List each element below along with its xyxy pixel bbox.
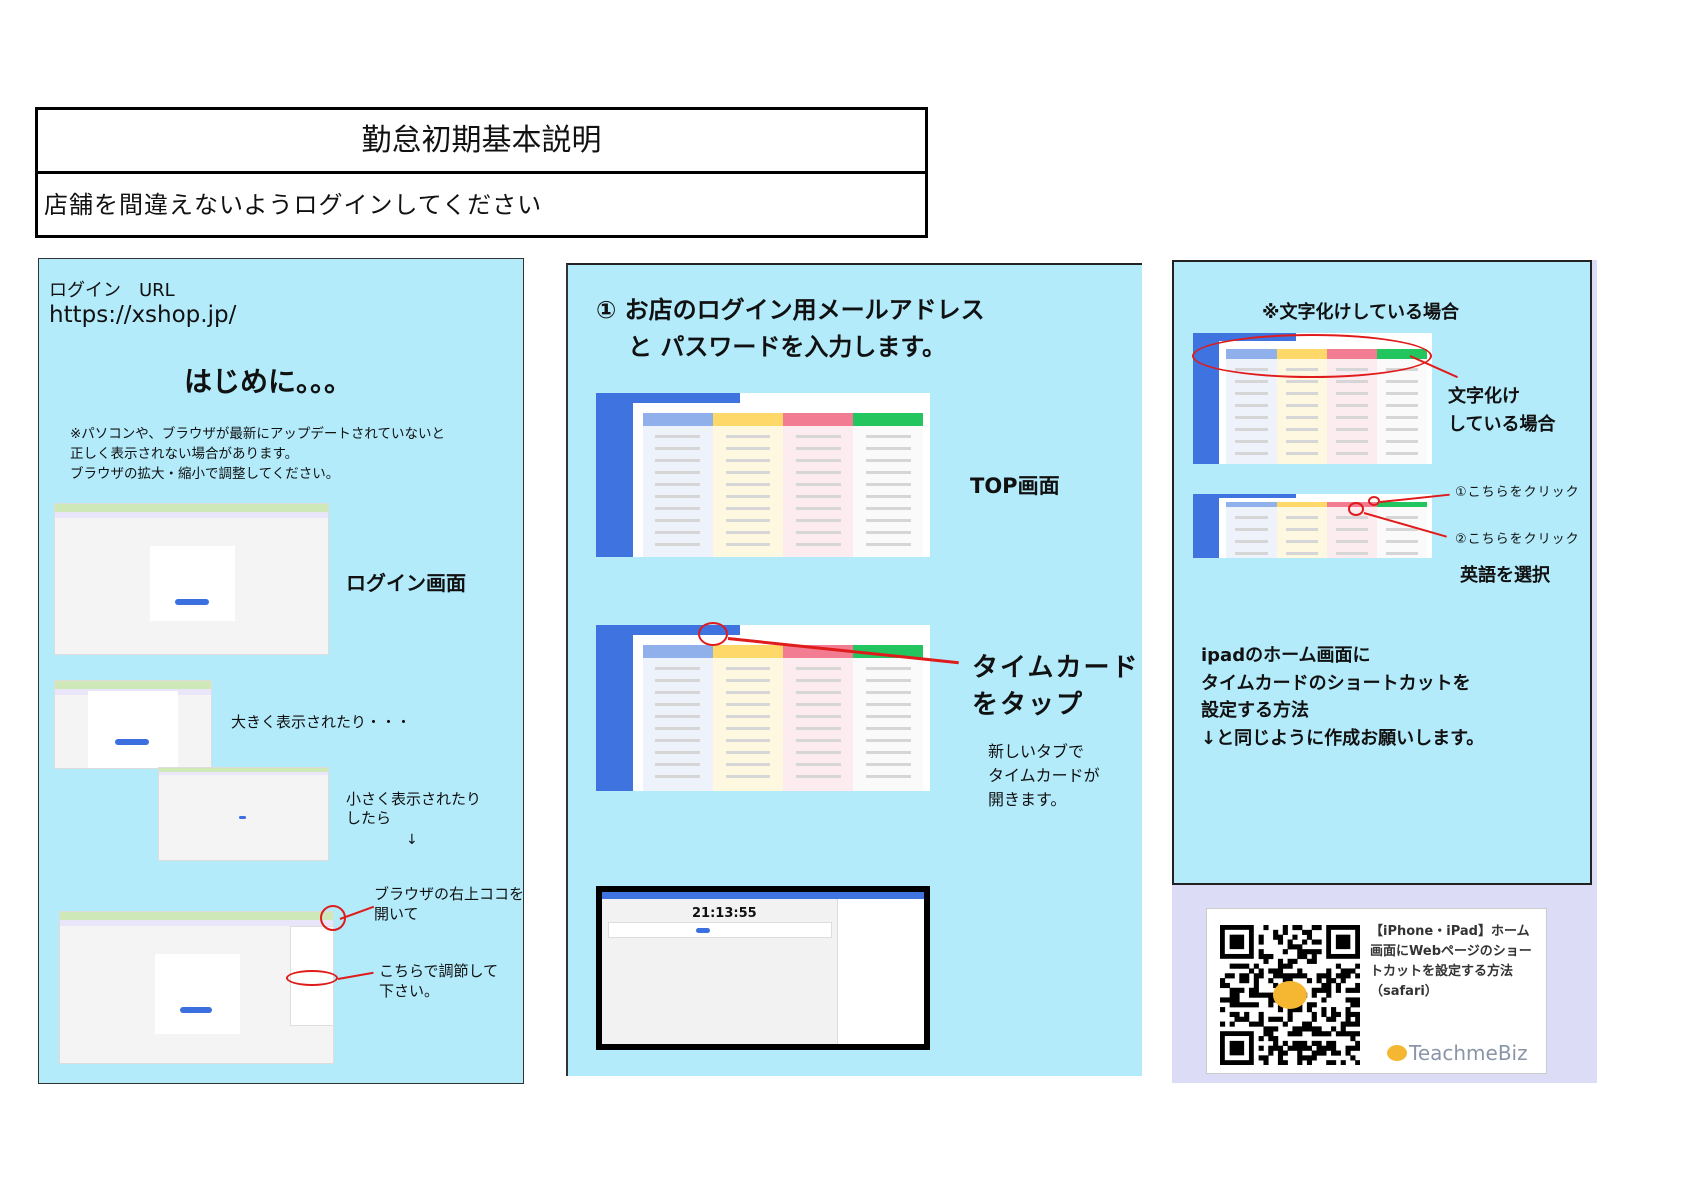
status-column xyxy=(712,412,784,557)
large-display-text: 大きく表示されたり・・・ xyxy=(231,713,412,731)
garbled-highlight xyxy=(1192,334,1432,378)
status-column xyxy=(853,412,924,557)
timecard-tab-screenshot xyxy=(596,625,930,791)
ipad-instructions: ipadのホーム画面に タイムカードのショートカットを 設定する方法 ↓と同じよ… xyxy=(1201,642,1484,752)
small-display-line: 小さく表示されたり xyxy=(346,790,482,808)
sidebar xyxy=(596,625,633,791)
nav-bar xyxy=(632,625,740,635)
zoom-highlight-circle xyxy=(286,970,338,986)
zoomed-out-screenshot xyxy=(158,767,329,861)
open-menu-line: ブラウザの右上ココを xyxy=(374,885,525,903)
sidebar xyxy=(596,393,633,557)
tap-line: をタップ xyxy=(972,690,1085,720)
select-english-text: 英語を選択 xyxy=(1460,565,1550,586)
status-column xyxy=(783,412,854,557)
adjust-text: こちらで調節して 下さい。 xyxy=(379,961,498,1001)
new-tab-note: 新しいタブで タイムカードが 開きます。 xyxy=(988,740,1100,812)
adjust-line: こちらで調節して xyxy=(379,962,499,980)
note-line: 開きます。 xyxy=(988,790,1067,809)
language-screenshot xyxy=(1193,494,1432,558)
status-column xyxy=(1276,501,1327,558)
login-screenshot xyxy=(54,503,329,655)
top-screen-label: TOP画面 xyxy=(970,474,1060,498)
status-column xyxy=(642,412,713,557)
top-screen-screenshot xyxy=(596,393,930,557)
instruction-line: タイムカードのショートカットを xyxy=(1201,672,1471,694)
teachme-logo-text: TeachmeBiz xyxy=(1409,1041,1528,1065)
qr-card-text: 【iPhone・iPad】ホーム 画面にWebページのショー トカットを設定する… xyxy=(1370,922,1532,1002)
click-2-text: ②こちらをクリック xyxy=(1455,532,1580,547)
adjust-line: 下さい。 xyxy=(379,982,440,1000)
qr-text-line: 画面にWebページのショー xyxy=(1370,944,1532,959)
garbled-line: している場合 xyxy=(1448,414,1556,435)
qr-card[interactable]: 【iPhone・iPad】ホーム 画面にWebページのショー トカットを設定する… xyxy=(1206,908,1547,1074)
browser-notes: ※パソコンや、ブラウザが最新にアップデートされていないと 正しく表示されない場合… xyxy=(70,424,445,484)
open-menu-line: 開いて xyxy=(374,905,419,923)
garbled-label: 文字化け している場合 xyxy=(1448,383,1555,439)
timecard-tab-highlight xyxy=(698,622,728,646)
page-subtitle: 店舗を間違えないようログインしてください xyxy=(44,191,543,219)
instruction-line: ipadのホーム画面に xyxy=(1201,645,1371,666)
status-column xyxy=(853,644,924,791)
teachme-logo-icon xyxy=(1387,1045,1407,1061)
login-url[interactable]: https://xshop.jp/ xyxy=(49,302,237,328)
status-column xyxy=(712,644,784,791)
qr-code-icon[interactable] xyxy=(1220,925,1360,1065)
status-column xyxy=(783,644,854,791)
note-line: ※パソコンや、ブラウザが最新にアップデートされていないと xyxy=(70,426,446,442)
qr-text-line: 【iPhone・iPad】ホーム xyxy=(1370,924,1530,939)
heading-line: と パスワードを入力します。 xyxy=(628,333,946,361)
browser-menu-screenshot xyxy=(59,911,334,1064)
note-line: タイムカードが xyxy=(988,766,1100,785)
garbled-heading: ※文字化けしている場合 xyxy=(1262,302,1459,323)
qr-text-line: （safari） xyxy=(1370,984,1438,999)
down-arrow: ↓ xyxy=(406,832,418,848)
instruction-line: ↓と同じように作成お願いします。 xyxy=(1201,727,1485,749)
click-1-text: ①こちらをクリック xyxy=(1455,485,1580,500)
instruction-line: 設定する方法 xyxy=(1201,700,1309,721)
small-display-line: したら xyxy=(346,809,392,827)
open-menu-text: ブラウザの右上ココを 開いて xyxy=(374,884,524,924)
garbled-line: 文字化け xyxy=(1448,386,1520,407)
login-url-label: ログイン URL xyxy=(49,280,175,301)
note-line: ブラウザの拡大・縮小で調整してください。 xyxy=(70,466,340,482)
note-line: 正しく表示されない場合があります。 xyxy=(70,446,299,462)
sidebar xyxy=(1193,494,1220,558)
status-column xyxy=(642,644,713,791)
tap-line: タイムカード xyxy=(972,653,1140,683)
click1-highlight xyxy=(1348,502,1364,516)
note-line: 新しいタブで xyxy=(988,742,1085,761)
intro-heading: はじめに。。。 xyxy=(184,365,353,398)
status-column xyxy=(1226,501,1277,558)
nav-bar xyxy=(1219,494,1296,498)
zoomed-in-screenshot xyxy=(54,680,212,769)
login-screen-label: ログイン画面 xyxy=(346,571,466,595)
heading-line: ① お店のログイン用メールアドレス xyxy=(596,296,985,324)
small-display-text: 小さく表示されたり したら xyxy=(346,790,481,828)
qr-text-line: トカットを設定する方法 xyxy=(1370,964,1514,979)
timecard-screenshot: 21:13:55 xyxy=(596,886,930,1050)
tap-timecard-text: タイムカード をタップ xyxy=(972,650,1139,724)
timecard-clock: 21:13:55 xyxy=(692,906,757,921)
nav-bar xyxy=(632,393,740,403)
step1-heading: ① お店のログイン用メールアドレス と パスワードを入力します。 xyxy=(596,292,985,366)
click2-highlight xyxy=(1368,496,1380,506)
title-box: 勤怠初期基本説明 店舗を間違えないようログインしてください xyxy=(35,107,928,238)
page-title: 勤怠初期基本説明 xyxy=(38,110,925,174)
